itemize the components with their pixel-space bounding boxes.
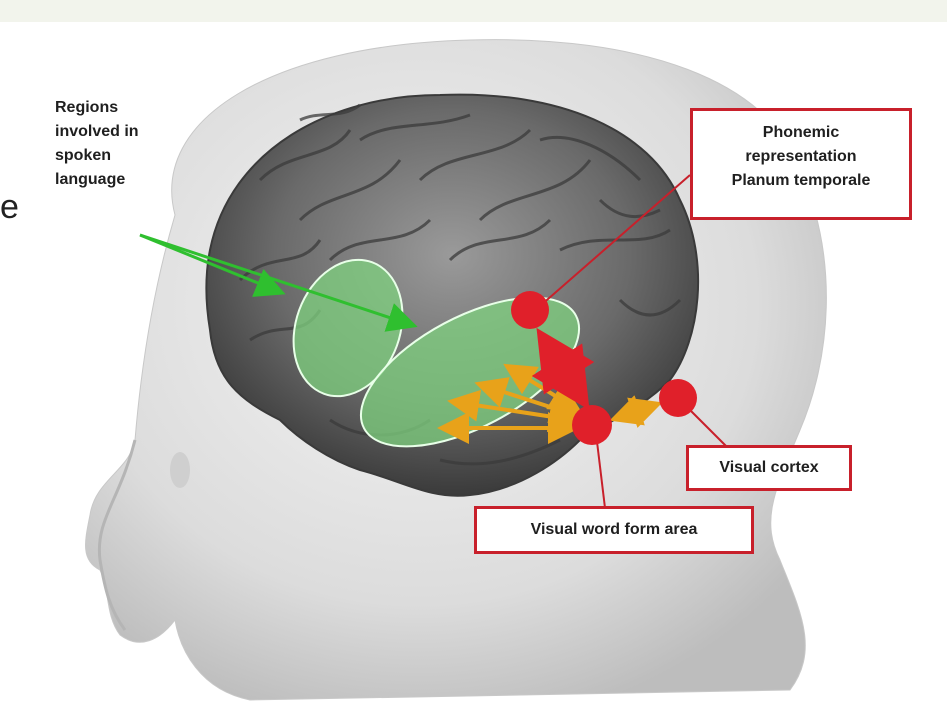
red-node-phonemic [511, 291, 549, 329]
red-node-vwfa [572, 405, 612, 445]
box-phonemic-line: Phonemic [693, 121, 909, 145]
box-visual-cortex: Visual cortex [686, 445, 852, 491]
label-regions-spoken-language: Regions involved in spoken language [55, 96, 205, 192]
box-phonemic-line: Planum temporale [693, 169, 909, 193]
box-vwfa: Visual word form area [474, 506, 754, 554]
box-vwfa-label: Visual word form area [477, 509, 751, 551]
label-line: involved in [55, 120, 205, 144]
box-phonemic-line: representation [693, 145, 909, 169]
label-line: spoken [55, 144, 205, 168]
box-visual-cortex-label: Visual cortex [689, 448, 849, 488]
label-line: language [55, 168, 205, 192]
label-line: Regions [55, 96, 205, 120]
red-node-visual-cortex [659, 379, 697, 417]
ear [170, 452, 190, 488]
box-phonemic: Phonemic representation Planum temporale [690, 108, 912, 220]
